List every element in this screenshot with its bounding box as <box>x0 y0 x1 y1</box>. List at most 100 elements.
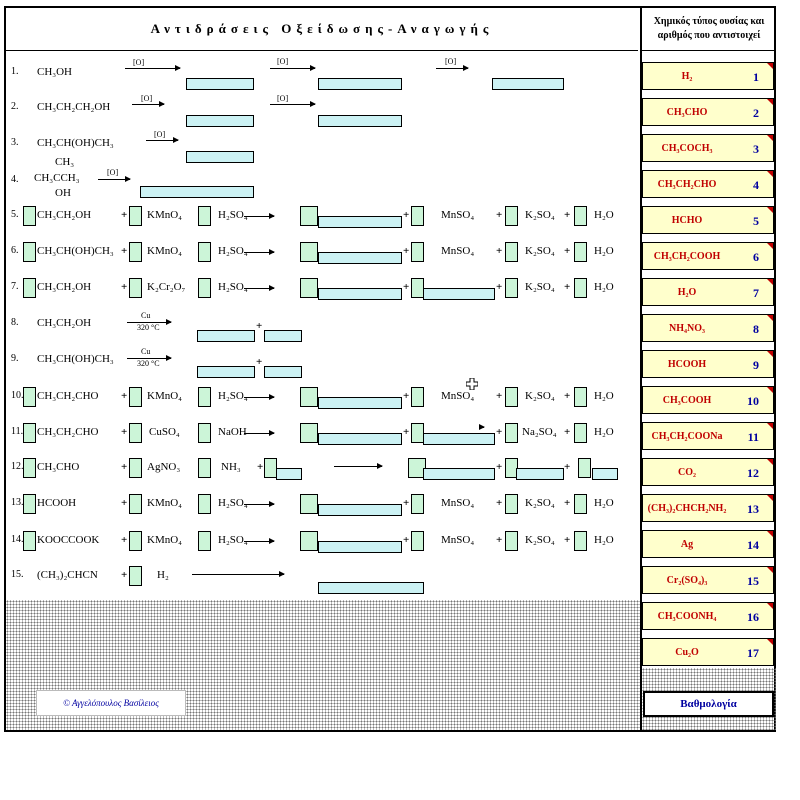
coefficient-input[interactable] <box>23 458 36 478</box>
formula-text: H₂O <box>594 209 614 221</box>
answer-input[interactable] <box>186 78 254 90</box>
reactant-formula: KOOCCOOK <box>37 534 100 546</box>
answer-input[interactable] <box>318 504 402 516</box>
comment-indicator-icon <box>767 63 773 69</box>
answer-input[interactable] <box>197 330 255 342</box>
grade-button[interactable]: Βαθμολογία <box>643 691 774 717</box>
coefficient-input[interactable] <box>411 531 424 551</box>
coefficient-input[interactable] <box>505 242 518 262</box>
coefficient-input[interactable] <box>198 423 211 443</box>
coefficient-input[interactable] <box>198 206 211 226</box>
coefficient-input[interactable] <box>129 206 142 226</box>
reactant-formula: CH₃CH₂CHO <box>37 390 99 402</box>
plus-sign: + <box>496 426 503 438</box>
coefficient-input[interactable] <box>574 423 587 443</box>
coefficient-input[interactable] <box>198 494 211 514</box>
answer-input[interactable] <box>318 115 402 127</box>
reaction-arrow <box>244 213 275 219</box>
coefficient-input[interactable] <box>198 458 211 478</box>
product-coefficient-input[interactable] <box>300 423 318 443</box>
coefficient-input[interactable] <box>23 531 36 551</box>
coefficient-input[interactable] <box>129 278 142 298</box>
arrow-label: [O] <box>277 94 289 103</box>
coefficient-input[interactable] <box>505 494 518 514</box>
answer-input[interactable] <box>318 288 402 300</box>
coefficient-input[interactable] <box>411 494 424 514</box>
product-coefficient-input[interactable] <box>300 531 318 551</box>
coefficient-input[interactable] <box>129 458 142 478</box>
answer-input[interactable] <box>423 288 495 300</box>
answer-input[interactable] <box>492 78 564 90</box>
coefficient-input[interactable] <box>198 531 211 551</box>
coefficient-input[interactable] <box>574 242 587 262</box>
coefficient-input[interactable] <box>23 387 36 407</box>
coefficient-input[interactable] <box>574 278 587 298</box>
coefficient-input[interactable] <box>198 278 211 298</box>
answer-input[interactable] <box>264 330 302 342</box>
product-coefficient-input[interactable] <box>300 278 318 298</box>
coefficient-input[interactable] <box>411 242 424 262</box>
coefficient-input[interactable] <box>23 242 36 262</box>
answer-input[interactable] <box>318 582 424 594</box>
answer-input[interactable] <box>516 468 564 480</box>
coefficient-input[interactable] <box>411 387 424 407</box>
answer-input[interactable] <box>423 468 495 480</box>
methyl-top: CH₃ <box>55 156 75 168</box>
coefficient-input[interactable] <box>129 531 142 551</box>
coefficient-input[interactable] <box>505 423 518 443</box>
coefficient-input[interactable] <box>411 206 424 226</box>
coefficient-input[interactable] <box>574 494 587 514</box>
answer-input[interactable] <box>318 541 402 553</box>
answer-formula: CH₃COONH₄ <box>657 611 717 622</box>
coefficient-input[interactable] <box>129 387 142 407</box>
answer-input[interactable] <box>318 397 402 409</box>
coefficient-input[interactable] <box>505 531 518 551</box>
formula-text: H₂SO₄ <box>218 534 248 546</box>
plus-sign: + <box>496 209 503 221</box>
answer-input[interactable] <box>318 216 402 228</box>
product-coefficient-input[interactable] <box>300 206 318 226</box>
answer-input[interactable] <box>318 78 402 90</box>
answer-input[interactable] <box>140 186 254 198</box>
product-coefficient-input[interactable] <box>300 387 318 407</box>
answer-input[interactable] <box>186 115 254 127</box>
coefficient-input[interactable] <box>505 278 518 298</box>
answer-input[interactable] <box>276 468 302 480</box>
coefficient-input[interactable] <box>578 458 591 478</box>
coefficient-input[interactable] <box>574 531 587 551</box>
row-number: 14. <box>11 534 24 545</box>
plus-sign: + <box>496 461 503 473</box>
coefficient-input[interactable] <box>129 566 142 586</box>
answer-input[interactable] <box>197 366 255 378</box>
product-coefficient-input[interactable] <box>300 494 318 514</box>
formula-text: H₂O <box>594 426 614 438</box>
answer-number: 11 <box>747 430 759 444</box>
row-number: 5. <box>11 209 19 220</box>
coefficient-input[interactable] <box>505 206 518 226</box>
coefficient-input[interactable] <box>129 494 142 514</box>
reaction-arrow <box>244 538 275 544</box>
answer-input[interactable] <box>318 252 402 264</box>
plus-sign: + <box>564 461 571 473</box>
coefficient-input[interactable] <box>574 387 587 407</box>
answer-input[interactable] <box>264 366 302 378</box>
coefficient-input[interactable] <box>198 242 211 262</box>
coefficient-input[interactable] <box>23 494 36 514</box>
answer-input[interactable] <box>186 151 254 163</box>
coefficient-input[interactable] <box>23 423 36 443</box>
reaction-arrow <box>334 463 383 469</box>
coefficient-input[interactable] <box>574 206 587 226</box>
coefficient-input[interactable] <box>198 387 211 407</box>
coefficient-input[interactable] <box>129 242 142 262</box>
product-coefficient-input[interactable] <box>300 242 318 262</box>
answer-number: 1 <box>753 70 759 84</box>
coefficient-input[interactable] <box>23 278 36 298</box>
coefficient-input[interactable] <box>129 423 142 443</box>
coefficient-input[interactable] <box>23 206 36 226</box>
answer-input[interactable] <box>423 433 495 445</box>
answer-input[interactable] <box>318 433 402 445</box>
coefficient-input[interactable] <box>505 387 518 407</box>
answer-input[interactable] <box>592 468 618 480</box>
